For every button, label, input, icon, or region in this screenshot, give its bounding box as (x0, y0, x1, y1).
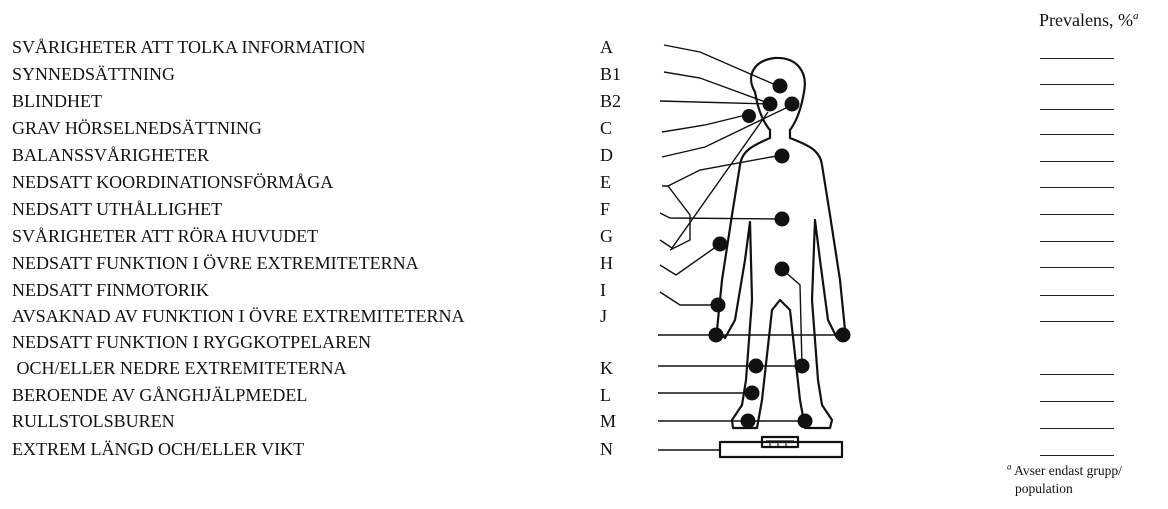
condition-code: D (600, 145, 613, 165)
dot-f (775, 212, 790, 227)
dot-h (713, 237, 728, 252)
leader-g (660, 112, 768, 248)
prevalence-blank-d[interactable] (1040, 161, 1114, 162)
prevalence-blank-m[interactable] (1040, 428, 1114, 429)
dot-spine (775, 262, 790, 277)
condition-code: B2 (600, 91, 621, 111)
dot-j-left (709, 328, 724, 343)
condition-label: NEDSATT KOORDINATIONSFÖRMÅGA (12, 172, 333, 192)
condition-code: L (600, 385, 611, 405)
condition-label: SVÅRIGHETER ATT TOLKA INFORMATION (12, 37, 366, 57)
footnote-marker: a (1007, 462, 1012, 472)
condition-code: C (600, 118, 612, 138)
condition-label: BALANSSVÅRIGHETER (12, 145, 209, 165)
prevalence-footnote-marker: a (1133, 10, 1139, 22)
condition-code: G (600, 226, 613, 246)
condition-label: AVSAKNAD AV FUNKTION I ÖVRE EXTREMITETER… (12, 306, 465, 326)
dot-b1 (763, 97, 778, 112)
dot-k-left (749, 359, 764, 374)
prevalence-blank-b2[interactable] (1040, 109, 1114, 110)
prevalence-header: Prevalens, %a (1039, 10, 1138, 30)
condition-code: J (600, 306, 607, 326)
prevalence-blank-b1[interactable] (1040, 84, 1114, 85)
condition-code: I (600, 280, 606, 300)
condition-code: N (600, 439, 613, 459)
prevalence-header-text: Prevalens, % (1039, 10, 1133, 30)
prevalence-blank-a[interactable] (1040, 58, 1114, 59)
footnote-text-1: Avser endast grupp/ (1014, 463, 1122, 478)
condition-label: OCH/ELLER NEDRE EXTREMITETERNA (12, 358, 346, 378)
dot-b2 (785, 97, 800, 112)
dot-m-right (798, 414, 813, 429)
condition-label: NEDSATT FUNKTION I RYGGKOTPELAREN (12, 332, 371, 352)
leader-h (660, 244, 720, 275)
condition-code: M (600, 411, 616, 431)
prevalence-blank-g[interactable] (1040, 241, 1114, 242)
condition-label: BLINDHET (12, 91, 102, 111)
leader-spine (782, 269, 802, 366)
prevalence-blank-k[interactable] (1040, 374, 1114, 375)
leader-b2 (660, 101, 770, 104)
footnote-line-2: population (1007, 480, 1122, 498)
footnote: a Avser endast grupp/ population (1007, 462, 1122, 498)
condition-code: H (600, 253, 613, 273)
condition-label: GRAV HÖRSELNEDSÄTTNING (12, 118, 262, 138)
leader-c (662, 114, 750, 132)
condition-code: B1 (600, 64, 621, 84)
dot-m-left (741, 414, 756, 429)
leader-f (660, 213, 782, 219)
leader-i (660, 292, 718, 305)
dot-k-right (795, 359, 810, 374)
condition-code: A (600, 37, 613, 57)
footnote-line-1: a Avser endast grupp/ (1007, 462, 1122, 480)
leader-a (664, 45, 778, 86)
condition-label: RULLSTOLSBUREN (12, 411, 175, 431)
condition-code: K (600, 358, 613, 378)
dot-c (742, 109, 756, 123)
condition-code: E (600, 172, 611, 192)
condition-label: NEDSATT UTHÅLLIGHET (12, 199, 222, 219)
dot-j-right (836, 328, 851, 343)
prevalence-blank-j[interactable] (1040, 321, 1114, 322)
condition-code: F (600, 199, 610, 219)
prevalence-blank-n[interactable] (1040, 455, 1114, 456)
dot-i (711, 298, 726, 313)
condition-label: BEROENDE AV GÅNGHJÄLPMEDEL (12, 385, 307, 405)
condition-label: NEDSATT FINMOTORIK (12, 280, 209, 300)
prevalence-blank-i[interactable] (1040, 295, 1114, 296)
dot-d (775, 149, 790, 164)
leader-e2 (668, 155, 782, 186)
prevalence-blank-l[interactable] (1040, 401, 1114, 402)
figure-scale-outline (720, 442, 842, 457)
prevalence-blank-e[interactable] (1040, 187, 1114, 188)
condition-label: SVÅRIGHETER ATT RÖRA HUVUDET (12, 226, 318, 246)
condition-label: SYNNEDSÄTTNING (12, 64, 175, 84)
figure-head-outline (717, 58, 845, 428)
dot-l (745, 386, 760, 401)
condition-label: EXTREM LÄNGD OCH/ELLER VIKT (12, 439, 304, 459)
condition-label: NEDSATT FUNKTION I ÖVRE EXTREMITETERNA (12, 253, 419, 273)
prevalence-blank-f[interactable] (1040, 214, 1114, 215)
prevalence-blank-h[interactable] (1040, 267, 1114, 268)
dot-a (773, 79, 788, 94)
prevalence-blank-c[interactable] (1040, 134, 1114, 135)
